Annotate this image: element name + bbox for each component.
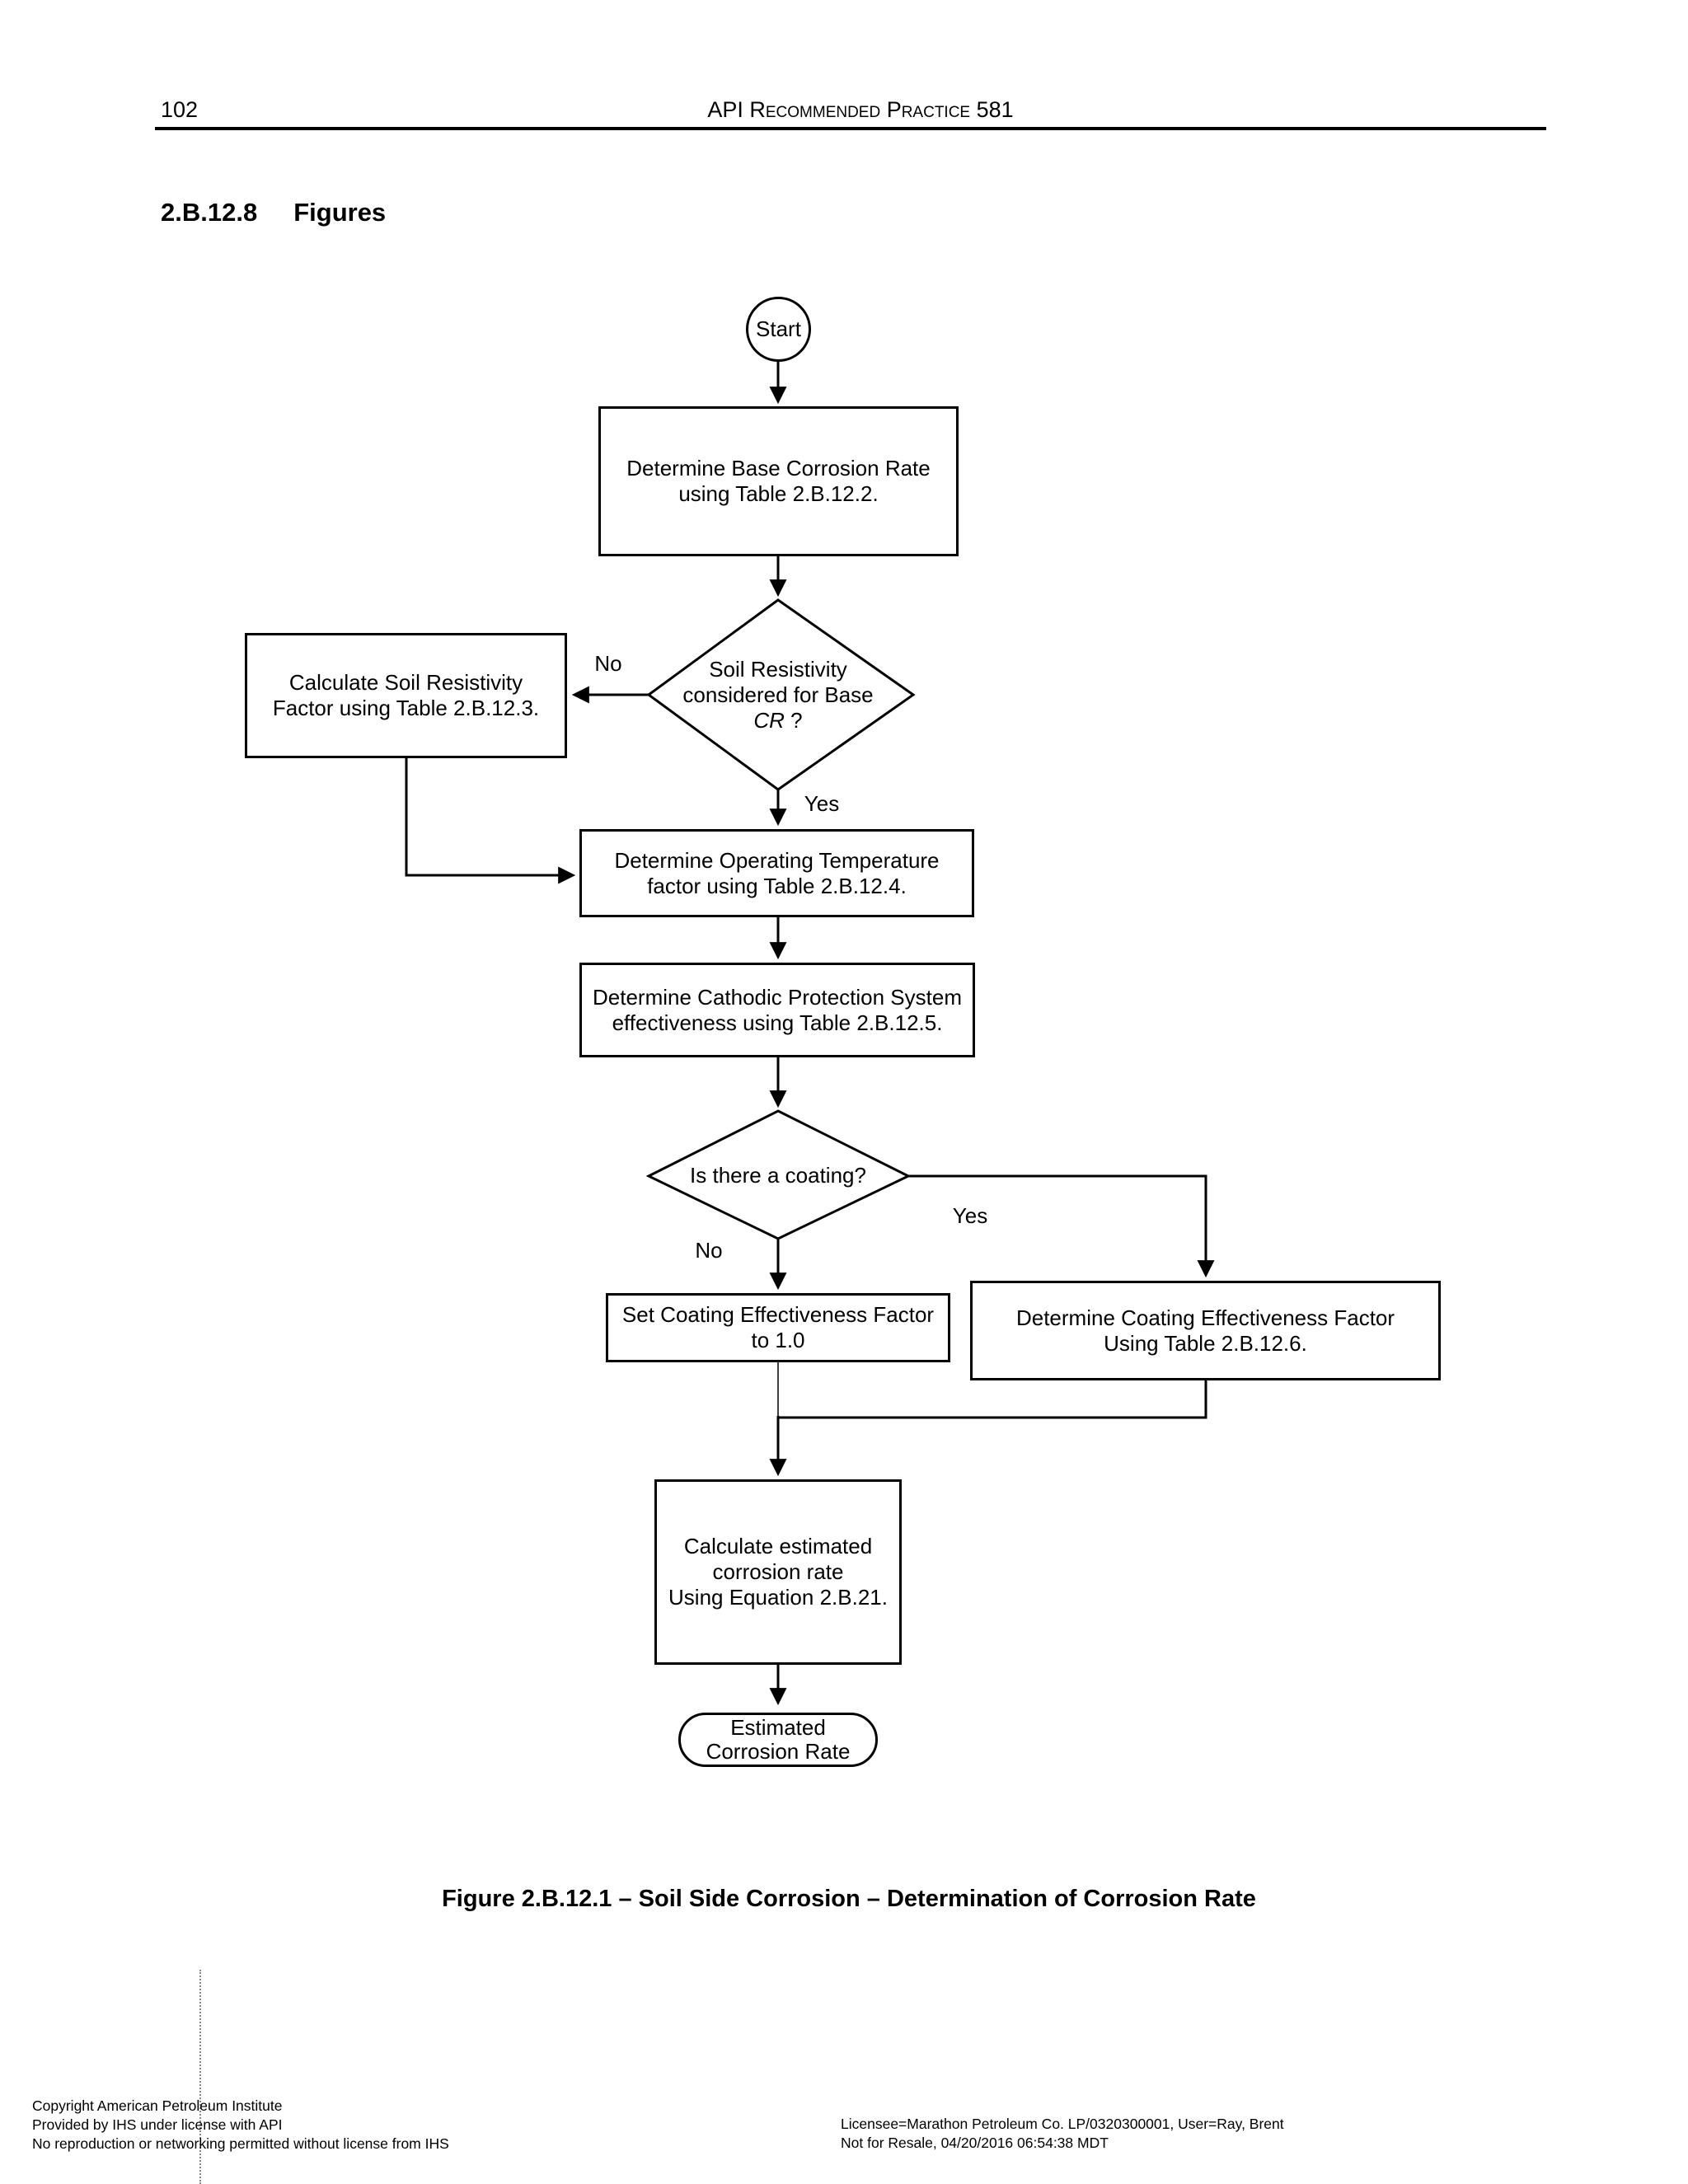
footer-license-block: Licensee=Marathon Petroleum Co. LP/03203… (841, 2115, 1284, 2153)
page-number: 102 (161, 97, 199, 122)
cr-suffix: ? (784, 707, 803, 733)
arrow-yes-to-determine-coating (908, 1174, 1215, 1278)
branch-label-no-coating: No (695, 1238, 723, 1263)
footer-copyright-block: Copyright American Petroleum Institute P… (32, 2097, 449, 2154)
figure-caption: Figure 2.B.12.1 – Soil Side Corrosion – … (442, 1886, 1256, 1912)
branch-label-yes-coating: Yes (952, 1203, 988, 1228)
footer-copyright-line3: No reproduction or networking permitted … (32, 2135, 449, 2152)
footer-licensee-line: Licensee=Marathon Petroleum Co. LP/03203… (841, 2116, 1284, 2132)
branch-label-no-soil: No (594, 651, 622, 676)
section-heading: 2.B.12.8 Figures (161, 198, 386, 227)
decision-is-there-coating-label: Is there a coating? (690, 1163, 866, 1188)
section-number: 2.B.12.8 (161, 198, 258, 227)
start-terminator: Start (746, 297, 811, 362)
decision-is-there-coating (645, 1109, 912, 1240)
running-header-title: API Recommended Practice 581 (707, 97, 1014, 122)
process-cathodic-protection: Determine Cathodic Protection System eff… (579, 963, 975, 1057)
decision-soil-line2: considered for Base (682, 682, 874, 707)
decision-soil-line3: CR ? (753, 708, 802, 733)
process-base-corrosion-rate: Determine Base Corrosion Rate using Tabl… (598, 406, 959, 556)
arrow-soil-factor-to-temperature (405, 758, 576, 884)
connector-determine-coating-to-junction (778, 1380, 1207, 1419)
cr-italic: CR (753, 707, 785, 733)
process-calculate-corrosion-rate: Calculate estimated corrosion rate Using… (654, 1479, 902, 1665)
process-soil-resistivity-factor: Calculate Soil Resistivity Factor using … (245, 633, 567, 758)
header-rule (155, 127, 1546, 130)
process-operating-temperature: Determine Operating Temperature factor u… (579, 829, 974, 917)
decision-soil-line1: Soil Resistivity (709, 656, 847, 682)
footer-copyright-line1: Copyright American Petroleum Institute (32, 2097, 283, 2114)
footer-copyright-line2: Provided by IHS under license with API (32, 2116, 283, 2133)
process-determine-coating-factor: Determine Coating Effectiveness Factor U… (970, 1281, 1441, 1380)
end-terminator-estimated-corrosion-rate: Estimated Corrosion Rate (678, 1713, 878, 1767)
fold-dotted-line (199, 1970, 201, 2184)
process-set-coating-factor: Set Coating Effectiveness Factor to 1.0 (606, 1293, 950, 1362)
section-title: Figures (293, 198, 387, 227)
decision-soil-resistivity-label: Soil Resistivity considered for Base CR … (646, 655, 910, 734)
footer-resale-line: Not for Resale, 04/20/2016 06:54:38 MDT (841, 2135, 1109, 2151)
decision-soil-resistivity (646, 598, 916, 791)
branch-label-yes-soil: Yes (804, 791, 840, 816)
